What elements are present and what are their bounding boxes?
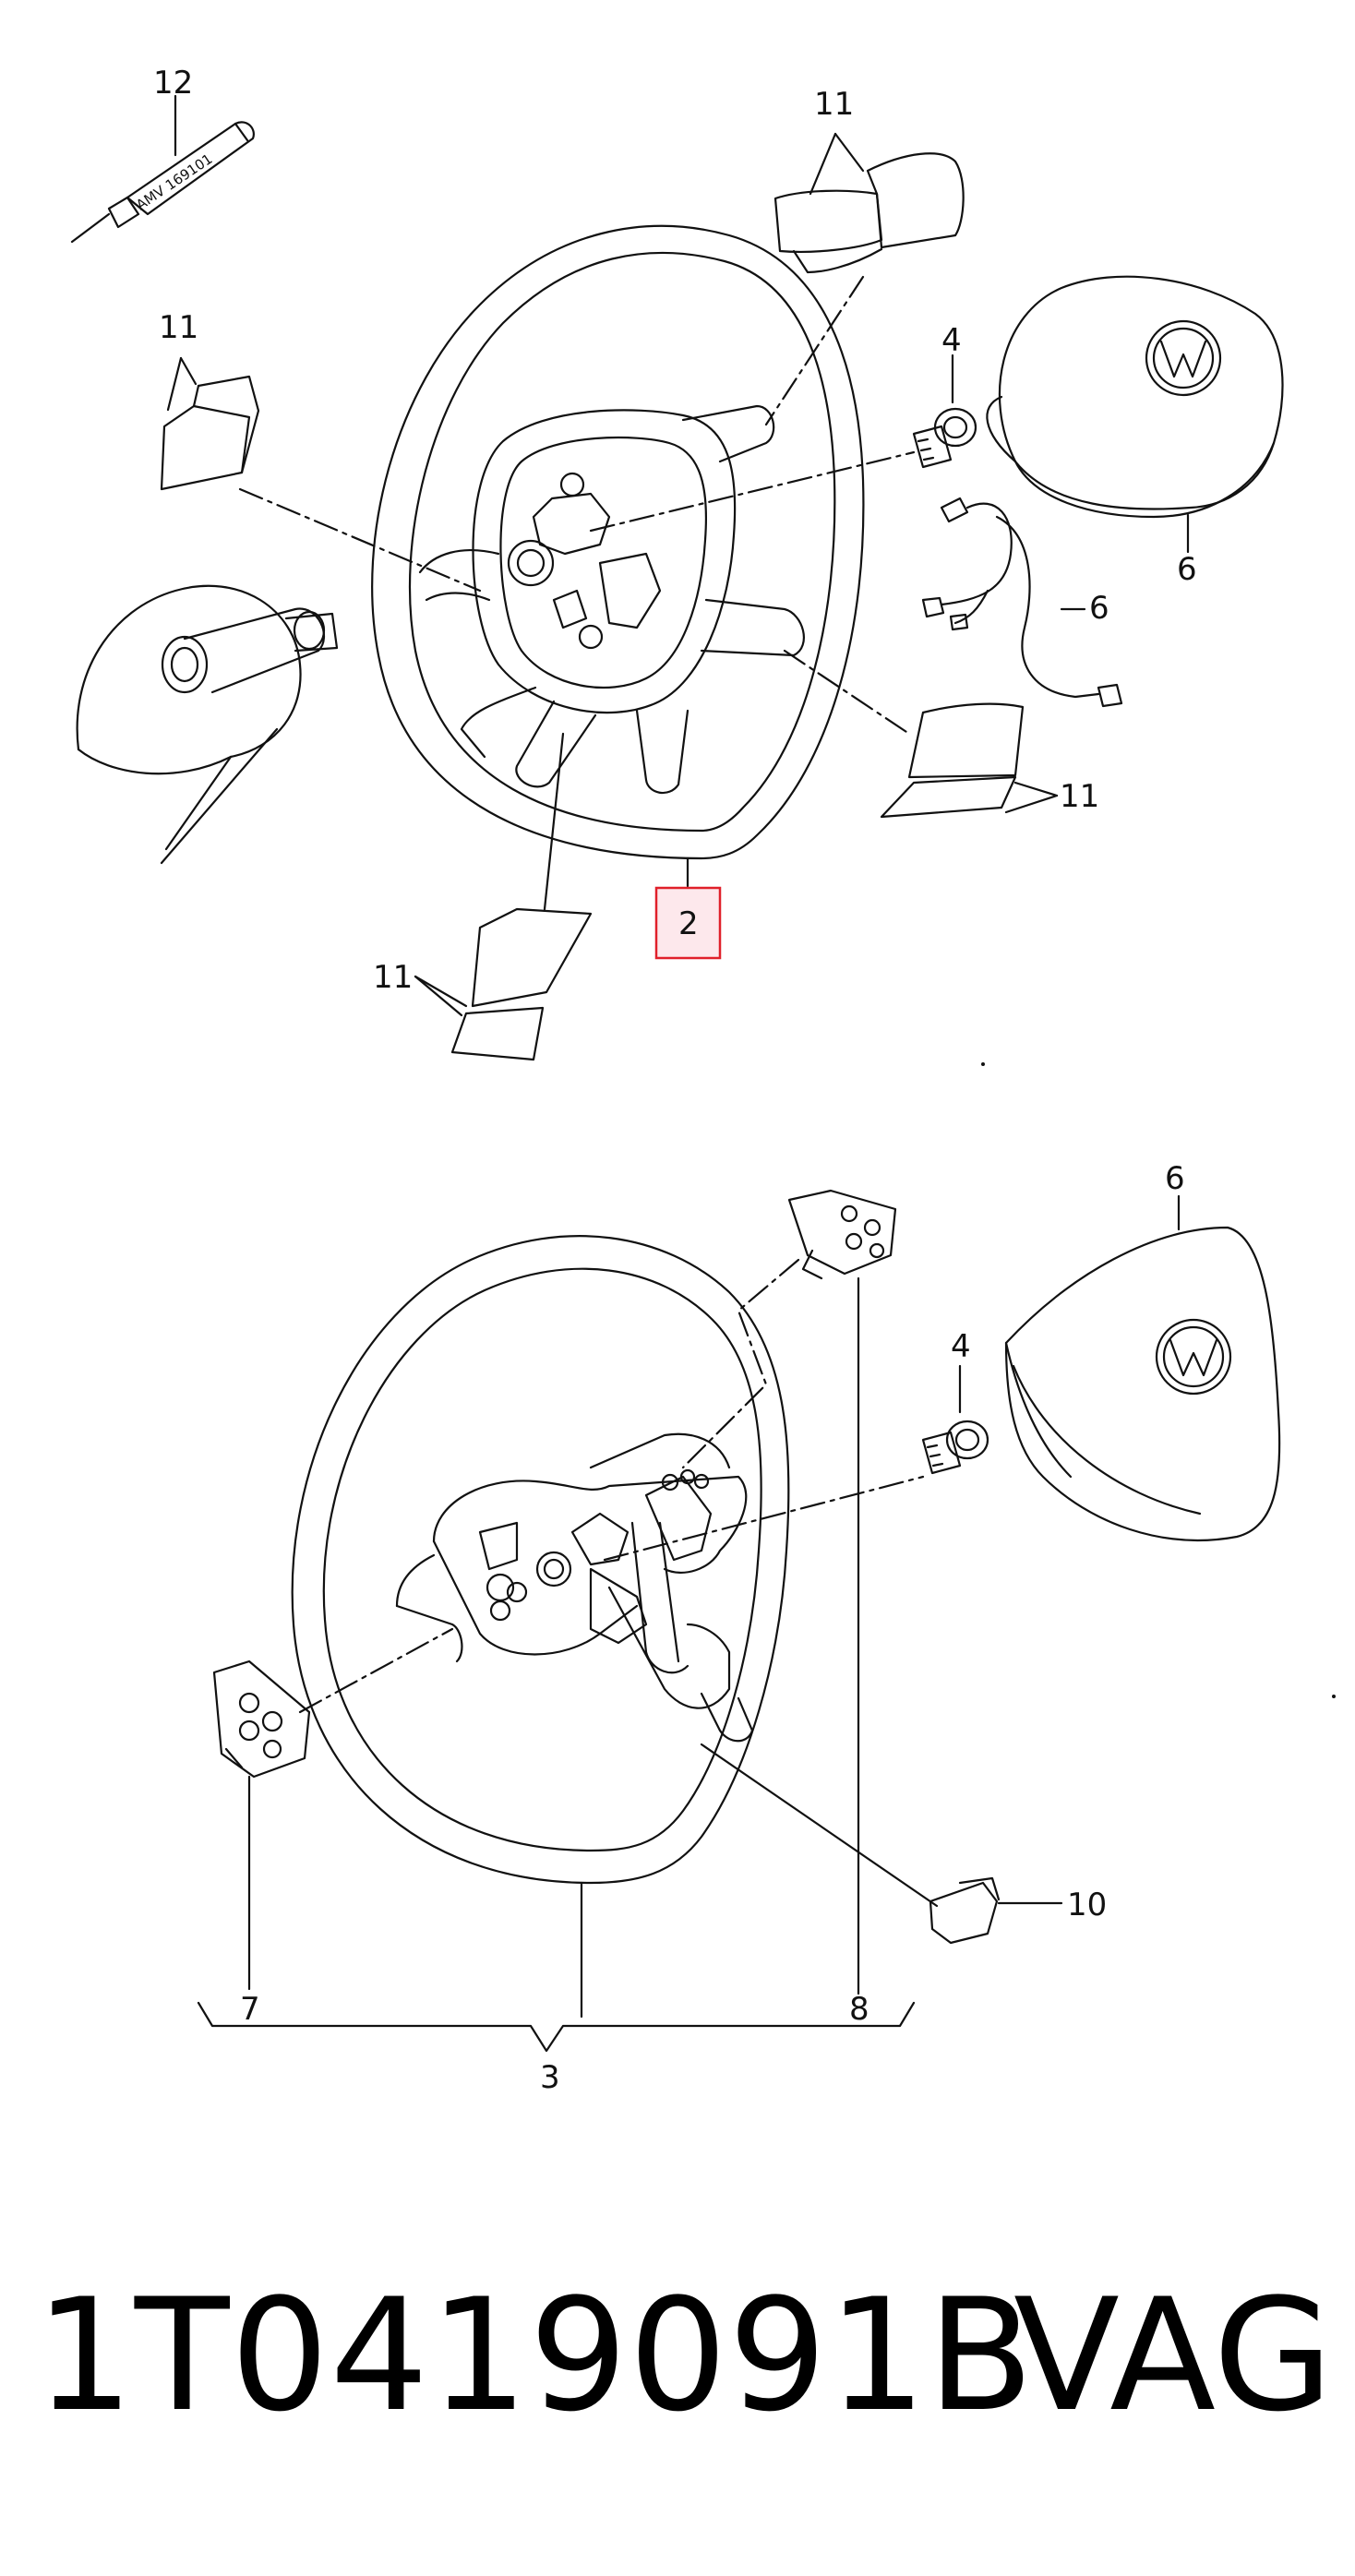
adhesive-tube: AMV 169101 xyxy=(70,121,255,244)
axis-line-top xyxy=(589,450,916,533)
switch-module-right xyxy=(787,1189,897,1280)
airbag-top xyxy=(986,275,1284,519)
leader-11-right xyxy=(1013,781,1059,797)
cover-pad-bottom xyxy=(450,907,593,1061)
top-wheel-hub xyxy=(418,404,805,795)
label-12: 12 xyxy=(153,65,193,102)
label-6-bottom: 6 xyxy=(1165,1160,1185,1197)
highlight-box-2 xyxy=(654,886,722,960)
leader-11-right-b xyxy=(1004,794,1059,814)
leader-pad-bottom xyxy=(543,732,565,911)
cover-pad-right xyxy=(880,702,1025,819)
bolt-top xyxy=(912,407,977,469)
label-11-right: 11 xyxy=(1060,778,1099,815)
axis-line-column xyxy=(238,487,482,593)
stray-dot xyxy=(981,1062,985,1066)
leader-pad-right xyxy=(783,649,911,736)
airbag-wiring xyxy=(921,497,1123,708)
stray-dot xyxy=(1332,1695,1336,1698)
leader-pad-top xyxy=(764,275,865,426)
brand-name: VAG xyxy=(1013,2265,1334,2446)
label-11-top: 11 xyxy=(814,86,854,123)
group-bracket xyxy=(197,2001,916,2053)
leader-11-bottom xyxy=(414,975,468,1008)
leader-11-top xyxy=(809,132,837,196)
bottom-wheel-rim-outer xyxy=(291,1235,790,1885)
axis-line-right-switch xyxy=(681,1258,800,1469)
label-6-wire: 6 xyxy=(1089,590,1109,627)
top-wheel-rim-inner xyxy=(408,251,836,833)
label-6-top: 6 xyxy=(1177,551,1197,588)
leader-11-top-b xyxy=(833,132,865,173)
label-11-left: 11 xyxy=(159,309,198,346)
axis-line-bottom xyxy=(603,1475,925,1562)
small-cover xyxy=(929,1876,1001,1945)
top-wheel-rim-outer xyxy=(371,224,865,860)
label-4-top: 4 xyxy=(941,322,962,359)
label-10: 10 xyxy=(1067,1887,1107,1923)
label-11-bottom: 11 xyxy=(373,959,413,996)
axis-line-left-switch xyxy=(298,1627,454,1714)
part-number: 1T0419091B xyxy=(35,2265,1035,2446)
switch-module-left xyxy=(212,1659,311,1779)
bottom-wheel-rim-inner xyxy=(322,1267,762,1852)
steering-column xyxy=(76,584,339,865)
cover-pad-top xyxy=(773,152,965,274)
cover-pad-left xyxy=(160,375,260,491)
airbag-bottom xyxy=(1004,1226,1281,1541)
label-4-bottom: 4 xyxy=(951,1328,971,1365)
leader-11-bottom-b xyxy=(414,975,463,1017)
label-2: 2 xyxy=(678,905,699,942)
bolt-bottom xyxy=(921,1420,989,1475)
leader-11-left-b xyxy=(179,356,198,386)
bottom-wheel-hub xyxy=(395,1432,754,1743)
label-7: 7 xyxy=(240,1991,260,2028)
label-8: 8 xyxy=(849,1991,869,2028)
leader-11-left xyxy=(166,356,183,412)
label-3: 3 xyxy=(540,2059,560,2096)
tube-text: AMV 169101 xyxy=(133,150,215,213)
leader-10-line xyxy=(700,1743,939,1908)
